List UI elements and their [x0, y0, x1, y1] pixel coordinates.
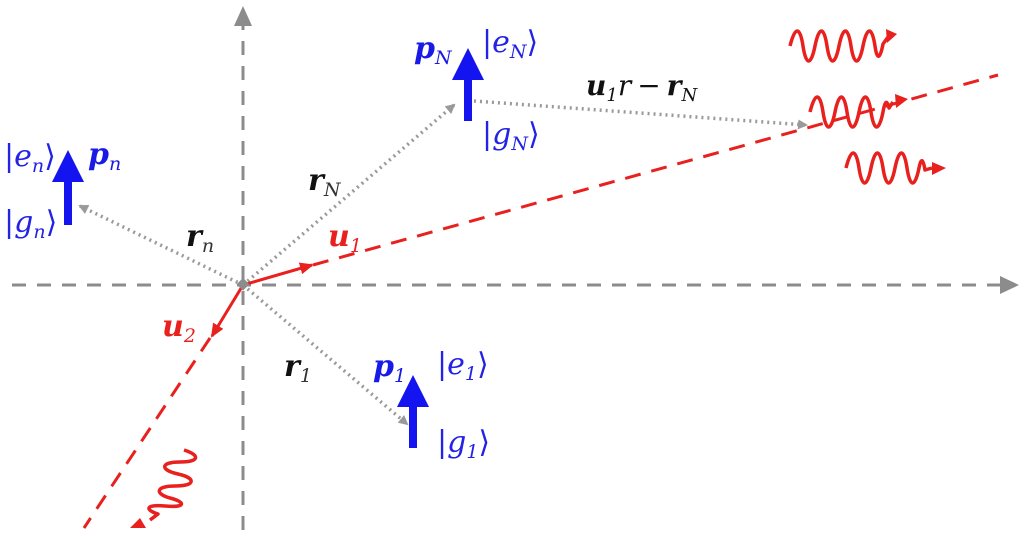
photon-wave-u2-icon [130, 448, 198, 528]
far-field-vector [473, 99, 808, 130]
dipole-1-arrow-icon [397, 375, 429, 448]
ket-e-1: |e1⟩ [437, 347, 489, 385]
dipole-N-arrow-icon [452, 48, 484, 121]
origin-point [236, 277, 250, 291]
u2-label: u2 [162, 309, 196, 347]
r-1-label: r1 [284, 349, 312, 387]
x-axis [12, 276, 1019, 294]
y-axis-arrowhead-icon [234, 6, 252, 26]
ket-e-N: |eN⟩ [482, 25, 539, 63]
ket-e-n: |en⟩ [4, 139, 56, 177]
photon-wave-bottom-icon [844, 151, 946, 185]
r-n-label: rn [186, 219, 215, 257]
dipole-n-arrow-icon [52, 150, 84, 225]
y-axis [234, 6, 252, 530]
r-n-vector [78, 204, 244, 287]
u2-direction-line [82, 337, 212, 529]
far-field-expression: u1r−rN [586, 69, 698, 106]
u2-unit-vector [210, 284, 245, 338]
ket-g-N: |gN⟩ [482, 117, 540, 155]
ket-g-n: |gn⟩ [4, 205, 58, 243]
u1-label: u1 [328, 219, 362, 257]
u1-unit-vector [242, 262, 314, 287]
photon-wave-middle-icon [808, 94, 908, 129]
ket-g-1: |g1⟩ [437, 425, 491, 463]
dipole-p-N-label: pN [414, 31, 452, 69]
r-N-label: rN [308, 163, 341, 201]
dipole-p-n-label: pn [88, 137, 122, 175]
x-axis-arrowhead-icon [1000, 276, 1019, 294]
u1-direction-line [312, 73, 999, 267]
r-N-vector [241, 103, 456, 287]
photon-wave-top-icon [788, 29, 897, 63]
dipole-p-1-label: p1 [373, 349, 407, 387]
